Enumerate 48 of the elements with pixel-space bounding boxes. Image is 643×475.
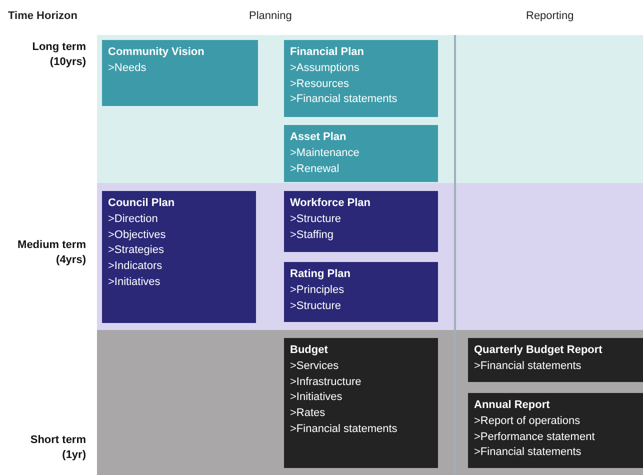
list-item: >Report of operations xyxy=(474,414,580,429)
section-header: Reporting xyxy=(526,10,574,22)
plan-box xyxy=(468,338,643,382)
list-item: >Performance statement xyxy=(474,430,595,445)
list-item: >Structure xyxy=(290,212,342,227)
plan-box xyxy=(284,262,438,322)
box-title: Budget xyxy=(290,343,328,358)
list-item: >Structure xyxy=(290,298,342,314)
plan-box xyxy=(468,393,643,468)
list-item: >Principles xyxy=(290,282,344,298)
list-item: >Renewal xyxy=(290,162,340,177)
list-item: >Assumptions xyxy=(290,60,360,76)
box-title: Asset Plan xyxy=(290,130,346,145)
column-header: Time Horizon xyxy=(8,10,78,22)
list-item: >Indicators xyxy=(108,259,162,274)
list-item: >Direction xyxy=(108,212,158,227)
time-horizon-label: Short term (1yr) xyxy=(29,433,86,463)
list-item: >Resources xyxy=(290,76,350,92)
plan-box xyxy=(284,191,438,252)
list-item: >Initiatives xyxy=(108,274,160,290)
box-title: Council Plan xyxy=(108,196,175,211)
plan-box xyxy=(102,191,256,323)
list-item: >Financial statements xyxy=(290,92,398,108)
list-item: >Needs xyxy=(108,60,146,76)
list-item: >Maintenance xyxy=(290,146,360,161)
box-title: Rating Plan xyxy=(290,267,351,282)
box-title: Community Vision xyxy=(108,45,204,60)
list-item: >Strategies xyxy=(108,243,164,258)
plan-box xyxy=(284,40,438,117)
list-item: >Financial statements xyxy=(474,358,582,374)
box-title: Workforce Plan xyxy=(290,196,370,211)
list-item: >Financial statements xyxy=(474,445,582,460)
box-title: Financial Plan xyxy=(290,45,364,60)
list-item: >Financial statements xyxy=(290,422,398,437)
list-item: >Services xyxy=(290,358,339,374)
box-title: Quarterly Budget Report xyxy=(474,343,602,358)
list-item: >Rates xyxy=(290,406,326,422)
plan-box xyxy=(102,40,258,106)
list-item: >Staffing xyxy=(290,228,334,243)
time-horizon-label: Long term (10yrs) xyxy=(31,40,86,70)
plan-box xyxy=(284,125,438,182)
list-item: >Initiatives xyxy=(290,390,342,406)
list-item: >Objectives xyxy=(108,228,166,243)
time-horizon-label: Medium term (4yrs) xyxy=(16,238,86,268)
section-header: Planning xyxy=(249,10,292,22)
box-title: Annual Report xyxy=(474,398,550,413)
plan-box xyxy=(284,338,438,468)
list-item: >Infrastructure xyxy=(290,374,362,390)
